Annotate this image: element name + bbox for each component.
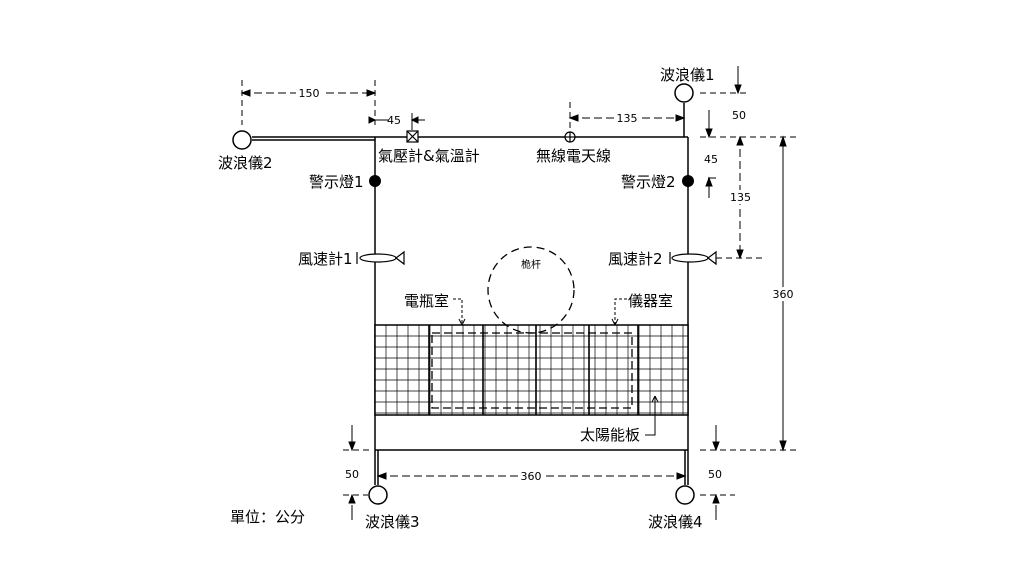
dim-barometer-offset: 45 — [387, 114, 401, 127]
dim-platform-height: 360 — [773, 288, 794, 301]
dim-gauge3-depth: 50 — [345, 468, 359, 481]
instrument-room-label: 儀器室 — [628, 292, 673, 310]
dim-antenna-offset: 135 — [617, 112, 638, 125]
warning-light-2-label: 警示燈2 — [621, 173, 676, 191]
barometer-icon — [406, 130, 419, 143]
mast-outline — [487, 246, 575, 334]
wave-gauge-1-icon — [674, 83, 694, 103]
warning-light-2-icon — [682, 175, 694, 187]
wave-gauge-4-label: 波浪儀4 — [648, 513, 703, 531]
wave-gauge-2-label: 波浪儀2 — [218, 154, 273, 172]
dimension-labels: 150 45 135 50 45 135 360 360 50 50 — [296, 86, 796, 483]
dim-light2-offset: 45 — [704, 153, 718, 166]
warning-light-1-icon — [369, 175, 381, 187]
dim-gauge4-depth: 50 — [708, 468, 722, 481]
warning-light-1-label: 警示燈1 — [309, 173, 364, 191]
anemometer-1-icon — [356, 250, 405, 266]
dim-gauge2-offset: 150 — [299, 87, 320, 100]
radio-antenna-label: 無線電天線 — [536, 147, 611, 165]
wave-gauge-3-label: 波浪儀3 — [365, 513, 420, 531]
anemometer-2-icon — [669, 250, 717, 266]
callout-leaders — [453, 298, 659, 436]
unit-note: 單位：公分 — [230, 508, 305, 526]
wave-gauge-1-label: 波浪儀1 — [660, 66, 715, 84]
mast-label: 桅杆 — [521, 258, 541, 271]
anemometer-2-label: 風速計2 — [608, 250, 663, 268]
wave-gauge-2-icon — [232, 130, 252, 150]
wave-gauge-3-icon — [368, 485, 388, 505]
radio-antenna-icon — [564, 131, 576, 143]
dim-platform-width: 360 — [521, 470, 542, 483]
anemometer-1-label: 風速計1 — [298, 250, 353, 268]
barometer-thermometer-label: 氣壓計&氣溫計 — [378, 147, 480, 165]
battery-room-label: 電瓶室 — [404, 292, 449, 310]
solar-panel-label: 太陽能板 — [580, 426, 640, 444]
dim-anemometer2-offset: 135 — [730, 191, 751, 204]
platform-frame — [252, 103, 689, 485]
dimension-lines — [240, 66, 800, 520]
solar-panel-grid — [374, 324, 689, 416]
dim-gauge1-height: 50 — [732, 109, 746, 122]
wave-gauge-4-icon — [675, 485, 695, 505]
